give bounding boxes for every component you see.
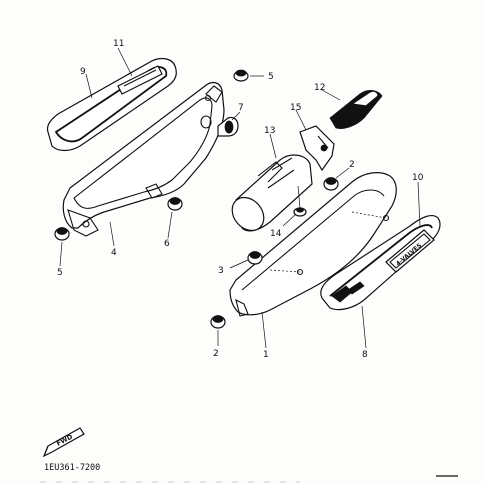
label-part-5-bottom: 5 [57, 268, 63, 278]
label-part-3: 3 [218, 266, 224, 276]
part-number-labels: 11 9 5 7 12 15 13 2 10 4 6 5 14 3 2 1 8 [57, 39, 424, 360]
label-part-7: 7 [238, 103, 244, 113]
drawing-code: 1EU361-7200 [44, 463, 100, 473]
label-part-6: 6 [164, 239, 170, 249]
label-part-8: 8 [362, 350, 368, 360]
grommet-3 [247, 251, 263, 265]
left-cover-bracket [62, 81, 225, 237]
label-part-2-bottom: 2 [213, 349, 219, 359]
airbox-13 [231, 154, 313, 232]
bolt-14 [293, 185, 307, 217]
label-part-1: 1 [263, 350, 269, 360]
label-part-11: 11 [113, 39, 124, 49]
label-part-15: 15 [290, 103, 301, 113]
damper-7 [200, 115, 239, 137]
bracket-15 [299, 125, 335, 172]
label-part-9: 9 [80, 67, 86, 77]
right-cover-panel-8 [320, 214, 441, 311]
right-side-cover-1 [229, 172, 397, 317]
label-part-12: 12 [314, 83, 325, 93]
grommet-2-bottom [210, 315, 226, 329]
grommet-5-bottom [54, 227, 70, 241]
label-part-5-top: 5 [268, 72, 274, 82]
label-part-14: 14 [270, 229, 282, 239]
emblem-plate-12 [329, 90, 383, 129]
grommet-5-top [233, 69, 249, 82]
label-part-2-top: 2 [349, 160, 355, 170]
grommet-2-top [323, 177, 339, 191]
label-part-10: 10 [412, 173, 424, 183]
leader-lines [59, 47, 421, 349]
grommet-6 [167, 197, 183, 211]
label-part-13: 13 [264, 126, 275, 136]
fwd-direction-marker: FWD [42, 427, 85, 458]
cover-sticker [117, 65, 163, 95]
scan-border [40, 475, 458, 483]
label-part-4: 4 [111, 248, 117, 258]
